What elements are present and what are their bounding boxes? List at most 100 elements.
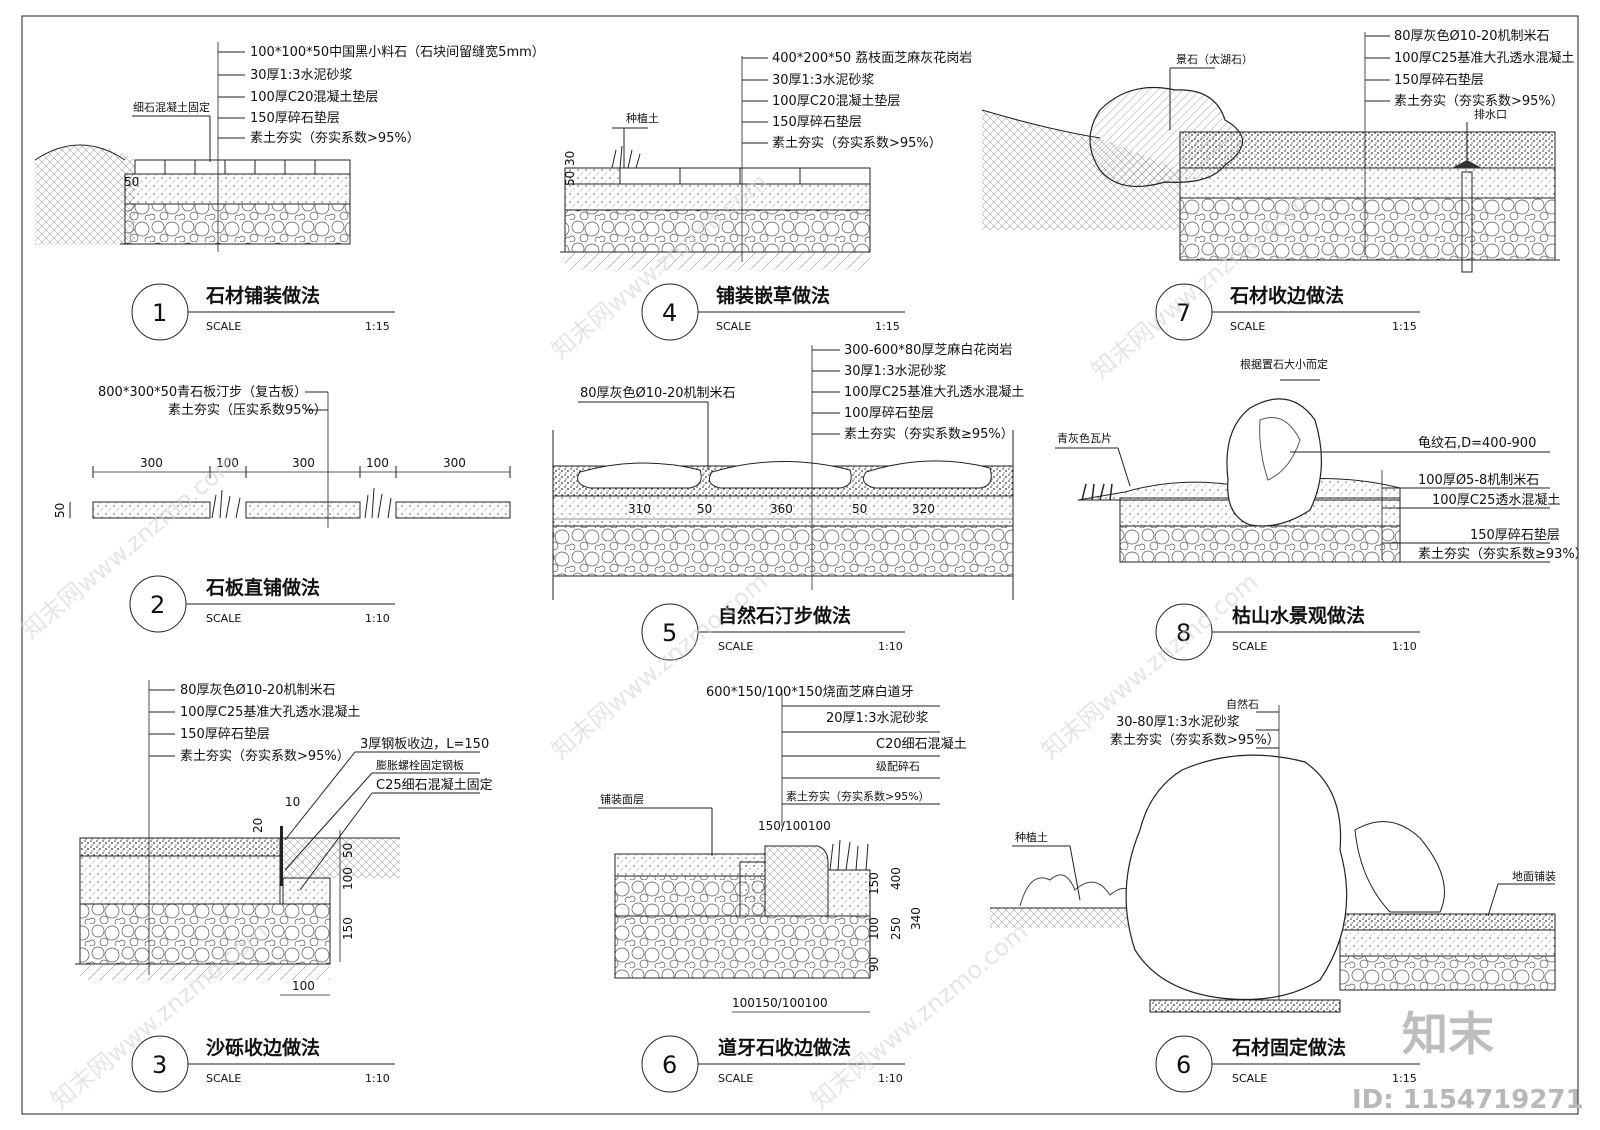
- d5-number: 5: [662, 619, 677, 647]
- d4-side-label: 种植土: [626, 111, 659, 125]
- d7-label-3: 素土夯实（夯实系数>95%）: [1394, 94, 1564, 109]
- d5-label-1: 30厚1:3水泥砂浆: [844, 364, 946, 379]
- d6a-dim-7: 100150/100100: [732, 996, 828, 1010]
- d5-label-3: 100厚碎石垫层: [844, 405, 934, 421]
- d8-scale-value: 1:10: [1392, 640, 1417, 653]
- d8-title: 枯山水景观做法: [1232, 604, 1365, 627]
- watermark-id: ID: 1154719271: [1352, 1085, 1584, 1115]
- d7-scale-label: SCALE: [1230, 320, 1265, 333]
- d7-number: 7: [1176, 299, 1191, 327]
- d1-label-1: 30厚1:3水泥砂浆: [250, 68, 352, 83]
- d1-number: 1: [152, 299, 167, 327]
- d3-right-label-2: C25细石混凝土固定: [376, 777, 493, 793]
- d6a-label-3: 级配碎石: [876, 759, 920, 773]
- d3-dim-5: 100: [292, 979, 315, 993]
- d6a-scale-label: SCALE: [718, 1072, 753, 1085]
- d3-number: 3: [152, 1051, 167, 1079]
- d1-scale-value: 1:15: [365, 320, 390, 333]
- detail-4: 400*200*50 荔枝面芝麻灰花岗岩 30厚1:3水泥砂浆 100厚C20混…: [560, 50, 972, 341]
- detail-2: 300 100 300 100 300 50 800*300*50青石板汀步（复…: [53, 385, 511, 633]
- d6b-label-1: 30-80厚1:3水泥砂浆: [1116, 715, 1240, 730]
- d2-scale-value: 1:10: [365, 612, 390, 625]
- d6b-title: 石材固定做法: [1231, 1036, 1346, 1059]
- d4-label-1: 30厚1:3水泥砂浆: [772, 73, 874, 88]
- d7-label-2: 150厚碎石垫层: [1394, 72, 1484, 88]
- d1-title: 石材铺装做法: [205, 284, 320, 307]
- d6b-scale-value: 1:15: [1392, 1072, 1417, 1085]
- d2-label-0: 800*300*50青石板汀步（复古板）: [98, 385, 307, 400]
- d6a-number: 6: [662, 1051, 677, 1079]
- d2-label-1: 素土夯实（压实系数95%）: [168, 403, 327, 418]
- d8-scale-label: SCALE: [1232, 640, 1267, 653]
- d7-scale-value: 1:15: [1392, 320, 1417, 333]
- d5-label-2: 100厚C25基准大孔透水混凝土: [844, 384, 1024, 400]
- detail-8: 根据置石大小而定 龟纹石,D=400-900 100厚Ø5-8机制米石 100厚…: [1055, 357, 1588, 661]
- d5-dim-2: 360: [770, 502, 793, 516]
- d6a-dim-6: 90: [867, 957, 881, 972]
- d2-title: 石板直铺做法: [205, 576, 320, 599]
- watermark-4: 知末网www.znzmo.com: [546, 568, 773, 765]
- d8-label-4: 素土夯实（夯实系数≥93%）: [1418, 547, 1588, 562]
- d6b-number: 6: [1176, 1051, 1191, 1079]
- d3-dim-0: 10: [285, 795, 300, 809]
- d5-dim-3: 50: [852, 502, 867, 516]
- d7-title: 石材收边做法: [1229, 284, 1344, 307]
- d3-dim-3: 100: [341, 867, 355, 890]
- d6a-dim-3: 100: [867, 917, 881, 940]
- detail-6a: 600*150/100*150烧面芝麻白道牙 20厚1:3水泥砂浆 C20细石混…: [598, 684, 967, 1093]
- d1-dim-0: 50: [124, 175, 139, 189]
- d5-dim-0: 310: [628, 502, 651, 516]
- sheet-border: [21, 15, 1579, 1115]
- detail-1: 100*100*50中国黑小料石（石块间留缝宽5mm） 30厚1:3水泥砂浆 1…: [34, 42, 545, 341]
- d1-side-label: 细石混凝土固定: [133, 100, 210, 114]
- d3-scale-label: SCALE: [206, 1072, 241, 1085]
- d3-dim-2: 50: [341, 843, 355, 858]
- d3-label-3: 素土夯实（夯实系数>95%）: [180, 749, 350, 764]
- d2-scale-label: SCALE: [206, 612, 241, 625]
- d5-side-label: 80厚灰色Ø10-20机制米石: [580, 385, 736, 401]
- d5-label-0: 300-600*80厚芝麻白花岗岩: [844, 342, 1012, 358]
- d8-label-0: 龟纹石,D=400-900: [1418, 436, 1536, 451]
- d1-scale-label: SCALE: [206, 320, 241, 333]
- d2-dim-0: 300: [140, 456, 163, 470]
- d6a-label-1: 20厚1:3水泥砂浆: [826, 711, 928, 726]
- detail-3: 80厚灰色Ø10-20机制米石 100厚C25基准大孔透水混凝土 150厚碎石垫…: [75, 680, 493, 1093]
- d3-right-label-0: 3厚钢板收边，L=150: [360, 737, 489, 752]
- d4-scale-value: 1:15: [875, 320, 900, 333]
- d6a-dim-4: 250: [889, 917, 903, 940]
- d8-label-2: 100厚C25透水混凝土: [1432, 492, 1560, 508]
- d6a-side-label: 铺装面层: [600, 793, 644, 806]
- d7-side-label: 景石（太湖石）: [1176, 53, 1253, 66]
- d6a-scale-value: 1:10: [878, 1072, 903, 1085]
- d5-label-4: 素土夯实（夯实系数≥95%）: [844, 427, 1014, 442]
- d1-label-4: 素土夯实（夯实系数>95%）: [250, 131, 420, 146]
- d7-extra-label: 排水口: [1474, 107, 1507, 121]
- d4-label-4: 素土夯实（夯实系数>95%）: [772, 136, 942, 151]
- d8-side-label: 青灰色瓦片: [1057, 431, 1112, 445]
- d6b-label-2: 素土夯实（夯实系数>95%）: [1110, 733, 1280, 748]
- d5-dim-4: 320: [912, 502, 935, 516]
- d5-scale-label: SCALE: [718, 640, 753, 653]
- d6a-label-4: 素土夯实（夯实系数>95%）: [786, 789, 930, 803]
- watermark-logo: 知末: [1402, 1007, 1494, 1061]
- d2-dim-1: 100: [216, 456, 239, 470]
- d3-title: 沙砾收边做法: [206, 1036, 320, 1059]
- d8-label-3: 150厚碎石垫层: [1470, 527, 1560, 543]
- d6b-side-label: 种植土: [1015, 830, 1048, 844]
- detail-5: 310 50 360 50 320 300-600*80厚芝麻白花岗岩 30厚1…: [552, 342, 1024, 661]
- detail-6b: 自然石 30-80厚1:3水泥砂浆 素土夯实（夯实系数>95%） 种植土 地面铺…: [990, 697, 1556, 1093]
- d3-dim-4: 150: [341, 917, 355, 940]
- d4-number: 4: [662, 299, 677, 327]
- d3-dim-1: 20: [251, 818, 265, 833]
- d3-right-label-1: 膨胀螺栓固定钢板: [376, 758, 464, 772]
- d7-label-1: 100厚C25基准大孔透水混凝土: [1394, 50, 1574, 66]
- d6a-dim-5: 340: [909, 907, 923, 930]
- d8-number: 8: [1176, 619, 1191, 647]
- d3-label-0: 80厚灰色Ø10-20机制米石: [180, 682, 336, 698]
- d6a-label-0: 600*150/100*150烧面芝麻白道牙: [706, 684, 914, 700]
- d5-title: 自然石汀步做法: [718, 604, 851, 627]
- d6a-dim-2: 400: [889, 867, 903, 890]
- d5-scale-value: 1:10: [878, 640, 903, 653]
- d5-dim-1: 50: [697, 502, 712, 516]
